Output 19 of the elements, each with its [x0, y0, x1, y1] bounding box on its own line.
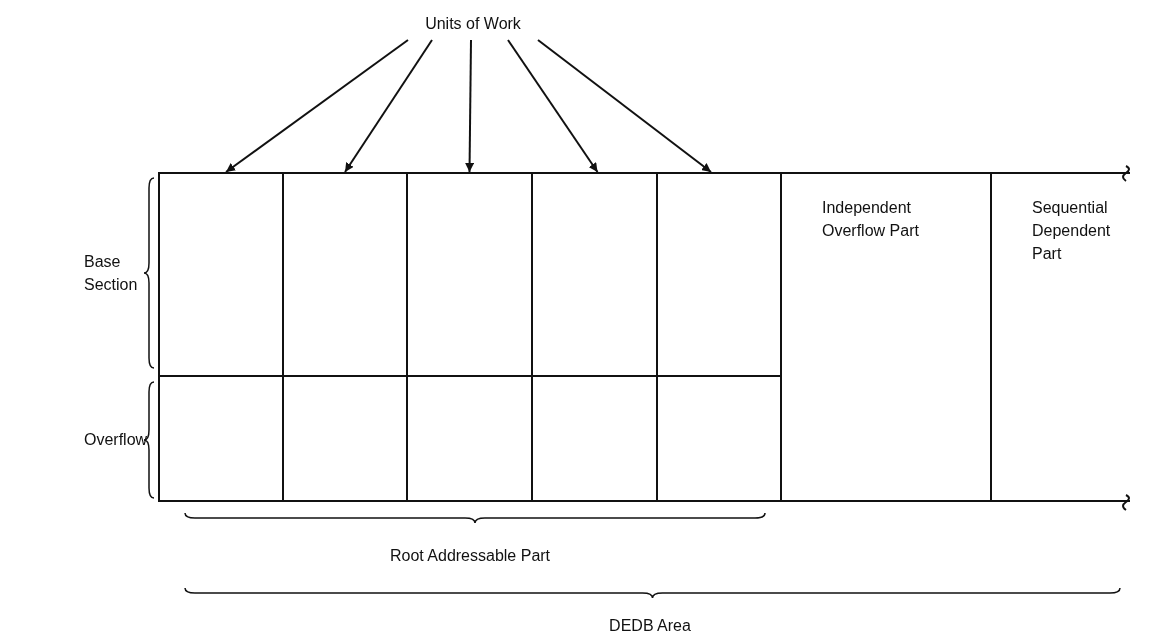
arrow	[507, 39, 599, 173]
arrow	[465, 39, 475, 173]
unit-of-work-column	[531, 172, 658, 502]
unit-of-work-column	[282, 172, 408, 502]
part-label: Independent Overflow Part	[822, 198, 920, 241]
unit-of-work-column	[158, 172, 284, 502]
bracket-label: DEDB Area	[608, 616, 692, 636]
arrow	[344, 39, 433, 173]
unit-of-work-column	[406, 172, 533, 502]
part-box	[780, 172, 992, 502]
bracket-label: Root Addressable Part	[388, 546, 552, 566]
arrow	[225, 39, 409, 173]
part-label: Sequential Dependent Part	[1032, 198, 1112, 264]
part-box	[990, 172, 1130, 502]
unit-of-work-column	[656, 172, 782, 502]
bracket-label: Overflow	[84, 430, 146, 450]
bracket-label: Base Section	[84, 252, 139, 295]
arrow	[537, 39, 712, 173]
heading-label: Units of Work	[400, 10, 546, 38]
